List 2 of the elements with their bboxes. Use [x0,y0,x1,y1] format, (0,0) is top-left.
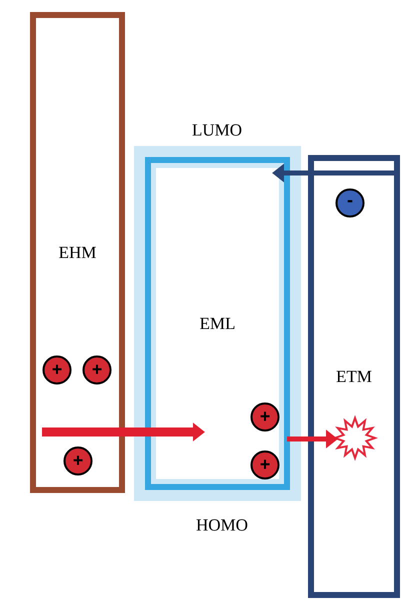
level-label: HOMO [196,519,248,531]
level-label: LUMO [192,124,242,136]
